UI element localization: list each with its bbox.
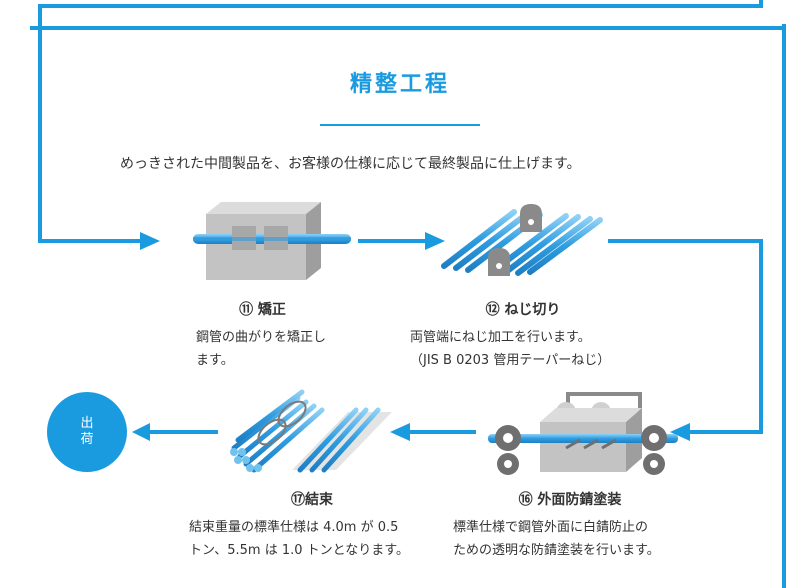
step-desc-line: 両管端にねじ加工を行います。: [410, 330, 591, 345]
flow-lines: [30, 0, 786, 588]
step-label-straightening: ⑪ 矯正: [239, 302, 286, 318]
step-desc-line: ための透明な防錆塗装を行います。: [453, 543, 660, 558]
step-desc-line: （JIS B 0203 管用テーパーねじ）: [410, 353, 611, 368]
step-desc-straightening: 鋼管の曲がりを矯正し ます。: [196, 326, 326, 372]
step-desc-bundling: 結束重量の標準仕様は 4.0m が 0.5 トン、5.5m は 1.0 トンとな…: [189, 516, 409, 562]
arrow-left-icon: [670, 423, 690, 441]
step-desc-line: ます。: [196, 353, 234, 368]
step-label-threading: ⑫ ねじ切り: [485, 302, 561, 318]
step-label-bundling: ⑰結束: [291, 492, 333, 508]
arrow-left-icon: [390, 423, 410, 441]
upper-return-line: [38, 0, 763, 243]
connector-2-16: [608, 239, 763, 434]
arrow-right-icon: [140, 232, 160, 250]
shipping-label: 出荷: [80, 416, 94, 447]
step-desc-line: トン、5.5m は 1.0 トンとなります。: [189, 543, 409, 558]
arrow-right-icon: [425, 232, 445, 250]
bundled-pipes-icon: [230, 389, 392, 473]
section-intro: めっきされた中間製品を、お客様の仕様に応じて最終製品に仕上げます。: [120, 156, 581, 172]
threading-die-icon: [488, 204, 542, 276]
step-desc-threading: 両管端にねじ加工を行います。 （JIS B 0203 管用テーパーねじ）: [410, 326, 610, 372]
title-underline: [320, 124, 480, 126]
step-label-coating: ⑯ 外面防錆塗装: [518, 492, 622, 508]
step-desc-line: 標準仕様で鋼管外面に白錆防止の: [453, 520, 649, 535]
flow-arrowheads: [132, 232, 690, 441]
step-desc-line: 鋼管の曲がりを矯正し: [196, 330, 327, 345]
section-title: 精整工程: [349, 72, 450, 97]
arrow-left-icon: [132, 423, 150, 441]
step-desc-line: 結束重量の標準仕様は 4.0m が 0.5: [189, 520, 399, 535]
straightening-machine-icon: [193, 202, 351, 280]
coating-machine-icon: [488, 392, 678, 475]
shipping-badge: 出荷: [47, 392, 127, 472]
step-desc-coating: 標準仕様で鋼管外面に白錆防止の ための透明な防錆塗装を行います。: [453, 516, 660, 562]
